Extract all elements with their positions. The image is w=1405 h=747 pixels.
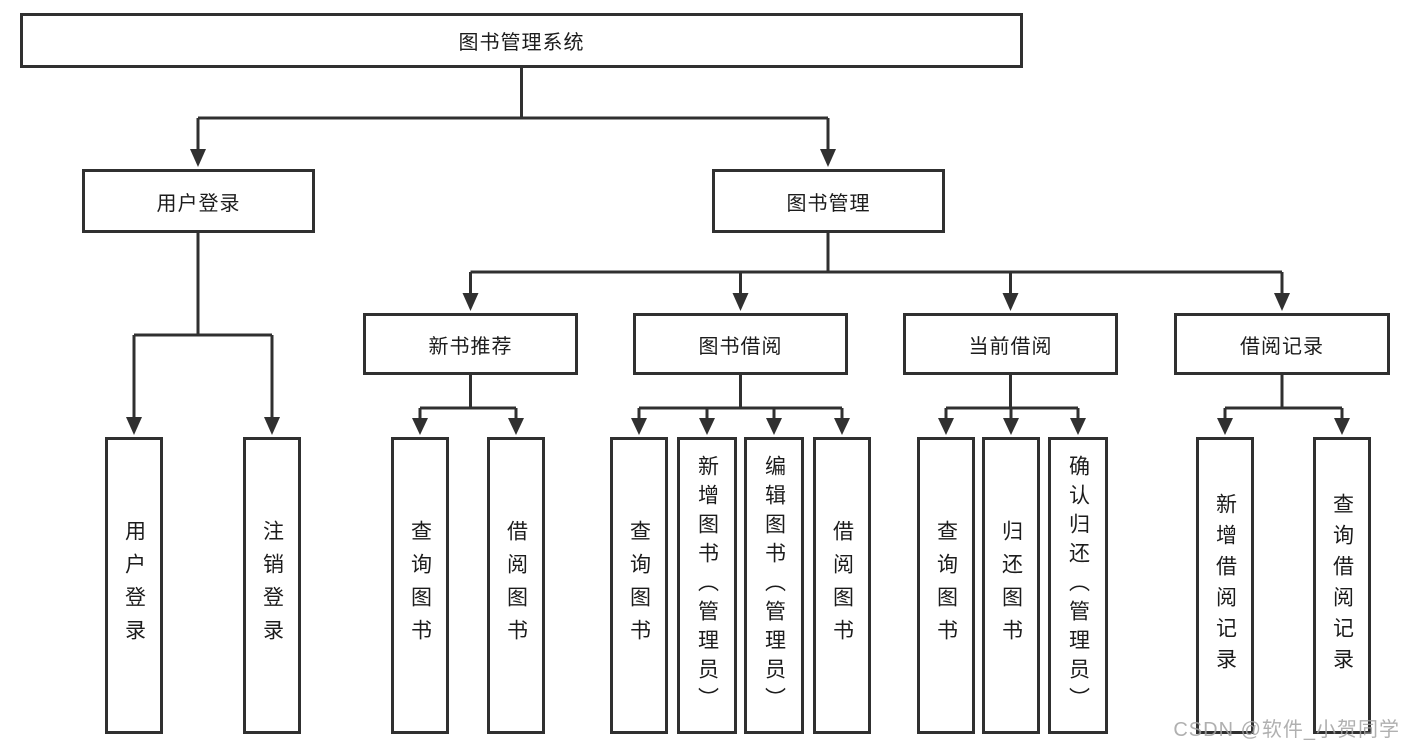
- node-book-borrow: 图书借阅: [633, 313, 848, 375]
- node-new-book-recommend: 新书推荐: [363, 313, 578, 375]
- leaf-query-books-borrow: 查询图书: [610, 437, 668, 734]
- leaf-query-books-current: 查询图书: [917, 437, 975, 734]
- node-book-management: 图书管理: [712, 169, 945, 233]
- node-new-book-recommend-label: 新书推荐: [428, 335, 513, 358]
- leaf-logout: 注销登录: [243, 437, 301, 734]
- node-user-login-label: 用户登录: [156, 192, 241, 215]
- leaf-return-books: 归还图书: [982, 437, 1040, 734]
- node-book-management-label: 图书管理: [786, 192, 871, 215]
- leaf-query-borrow-record: 查询借阅记录: [1313, 437, 1371, 734]
- leaf-edit-books-admin: 编辑图书（管理员）: [744, 437, 804, 734]
- leaf-query-books-recommend: 查询图书: [391, 437, 449, 734]
- csdn-watermark: CSDN @软件_小贺同学: [1173, 719, 1400, 741]
- connector-arrowheads: [126, 149, 1350, 435]
- node-book-borrow-label: 图书借阅: [698, 335, 783, 358]
- node-borrow-records: 借阅记录: [1174, 313, 1390, 375]
- leaf-borrow-books: 借阅图书: [813, 437, 871, 734]
- leaf-add-borrow-record: 新增借阅记录: [1196, 437, 1254, 734]
- connector-lines: [132, 65, 1344, 421]
- node-current-borrow-label: 当前借阅: [968, 335, 1053, 358]
- node-root-label: 图书管理系统: [458, 32, 585, 54]
- leaf-borrow-books-recommend: 借阅图书: [487, 437, 545, 734]
- leaf-confirm-return-admin: 确认归还（管理员）: [1048, 437, 1108, 734]
- node-borrow-records-label: 借阅记录: [1240, 335, 1324, 358]
- node-current-borrow: 当前借阅: [903, 313, 1118, 375]
- node-user-login: 用户登录: [82, 169, 315, 233]
- leaf-add-books-admin: 新增图书（管理员）: [677, 437, 737, 734]
- node-root-system: 图书管理系统: [20, 13, 1023, 68]
- leaf-user-login: 用户登录: [105, 437, 163, 734]
